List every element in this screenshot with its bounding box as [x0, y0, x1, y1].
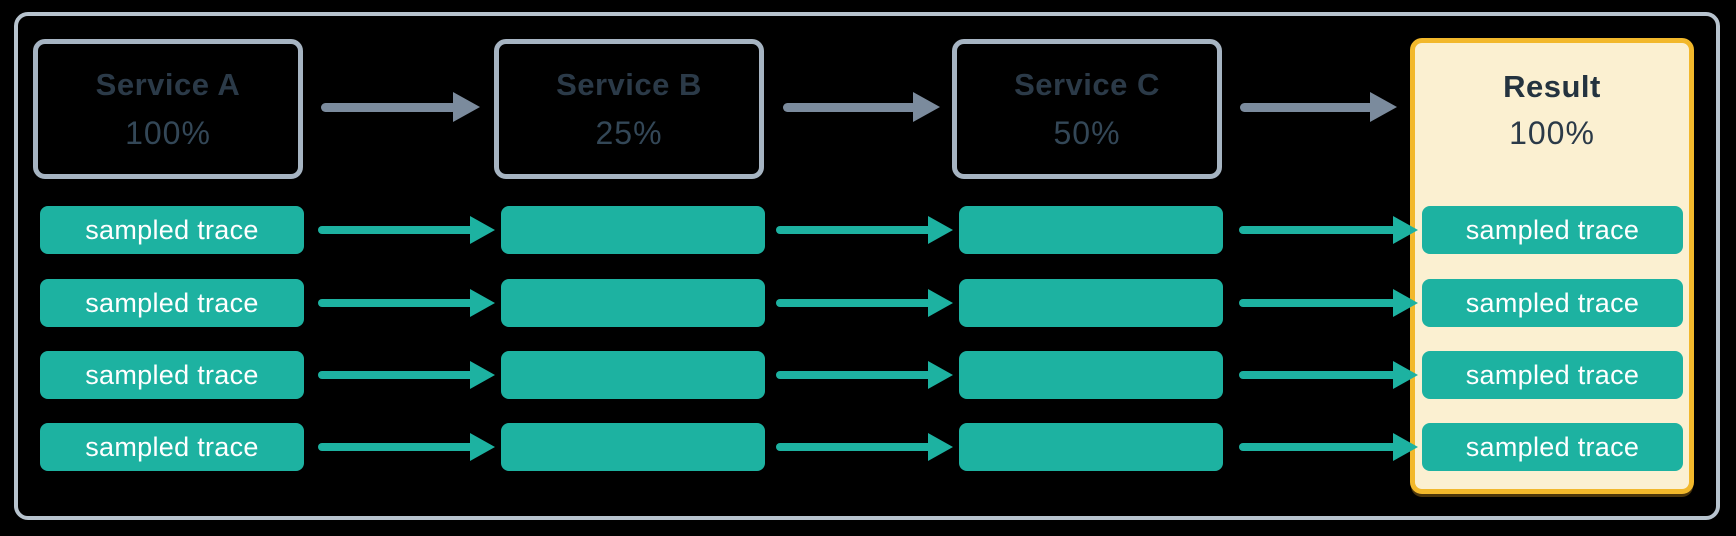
trace-bar-label: sampled trace [85, 359, 259, 390]
service-box-b: Service B 25% [494, 39, 764, 179]
arrow-head-icon [928, 361, 953, 389]
trace-bar [501, 279, 765, 327]
arrow-shaft [776, 443, 932, 451]
result-panel: Result 100% [1410, 38, 1694, 494]
arrow-shaft [776, 371, 932, 379]
sampled-trace-bar: sampled trace [40, 351, 304, 399]
arrow-head-icon [453, 92, 480, 122]
trace-arrow [1239, 215, 1418, 245]
service-box-a: Service A 100% [33, 39, 303, 179]
flow-arrow-c-to-result [1240, 92, 1397, 122]
trace-arrow [318, 432, 495, 462]
arrow-head-icon [928, 433, 953, 461]
trace-bar-label: sampled trace [1465, 287, 1640, 318]
sampled-trace-bar: sampled trace [1422, 351, 1683, 399]
result-header: Result 100% [1415, 43, 1689, 152]
arrow-shaft [1239, 299, 1397, 307]
trace-arrow [776, 432, 953, 462]
arrow-shaft [318, 226, 474, 234]
arrow-shaft [1239, 443, 1397, 451]
trace-bar-label: sampled trace [1465, 359, 1640, 390]
trace-bar [501, 423, 765, 471]
trace-bar [959, 423, 1223, 471]
service-name: Service B [556, 66, 702, 102]
flow-arrow-b-to-c [783, 92, 940, 122]
arrow-head-icon [1370, 92, 1397, 122]
trace-arrow [776, 360, 953, 390]
result-sampling-rate: 100% [1509, 115, 1595, 151]
trace-bar [501, 351, 765, 399]
trace-bar-label: sampled trace [85, 431, 259, 462]
arrow-head-icon [470, 361, 495, 389]
arrow-shaft [318, 371, 474, 379]
arrow-shaft [318, 443, 474, 451]
sampled-trace-bar: sampled trace [40, 423, 304, 471]
service-name: Service A [95, 66, 241, 102]
sampled-trace-bar: sampled trace [40, 206, 304, 254]
arrow-head-icon [470, 433, 495, 461]
arrow-head-icon [913, 92, 940, 122]
service-box-c: Service C 50% [952, 39, 1222, 179]
trace-arrow [776, 288, 953, 318]
arrow-shaft [783, 102, 917, 112]
sampled-trace-bar: sampled trace [1422, 279, 1683, 327]
trace-arrow [776, 215, 953, 245]
arrow-shaft [321, 102, 457, 112]
trace-arrow [1239, 360, 1418, 390]
service-sampling-rate: 50% [1053, 114, 1121, 151]
trace-arrow [1239, 432, 1418, 462]
arrow-head-icon [470, 289, 495, 317]
arrow-shaft [776, 226, 932, 234]
arrow-shaft [776, 299, 932, 307]
flow-arrow-a-to-b [321, 92, 480, 122]
trace-bar [959, 206, 1223, 254]
diagram-frame [14, 12, 1720, 520]
arrow-shaft [1239, 226, 1397, 234]
trace-arrow [318, 360, 495, 390]
trace-bar-label: sampled trace [85, 214, 259, 245]
arrow-head-icon [470, 216, 495, 244]
trace-arrow [1239, 288, 1418, 318]
sampled-trace-bar: sampled trace [1422, 423, 1683, 471]
arrow-head-icon [928, 216, 953, 244]
service-sampling-rate: 25% [595, 114, 663, 151]
trace-arrow [318, 288, 495, 318]
arrow-shaft [1239, 371, 1397, 379]
trace-bar-label: sampled trace [1465, 214, 1640, 245]
arrow-shaft [318, 299, 474, 307]
trace-bar [501, 206, 765, 254]
service-name: Service C [1014, 66, 1160, 102]
arrow-head-icon [1393, 216, 1418, 244]
trace-bar [959, 279, 1223, 327]
trace-bar-label: sampled trace [85, 287, 259, 318]
arrow-head-icon [928, 289, 953, 317]
service-sampling-rate: 100% [125, 114, 211, 151]
arrow-head-icon [1393, 433, 1418, 461]
arrow-head-icon [1393, 361, 1418, 389]
trace-bar [959, 351, 1223, 399]
arrow-head-icon [1393, 289, 1418, 317]
trace-arrow [318, 215, 495, 245]
sampled-trace-bar: sampled trace [40, 279, 304, 327]
sampled-trace-bar: sampled trace [1422, 206, 1683, 254]
arrow-shaft [1240, 102, 1374, 112]
trace-bar-label: sampled trace [1465, 431, 1640, 462]
result-title: Result [1503, 69, 1601, 104]
